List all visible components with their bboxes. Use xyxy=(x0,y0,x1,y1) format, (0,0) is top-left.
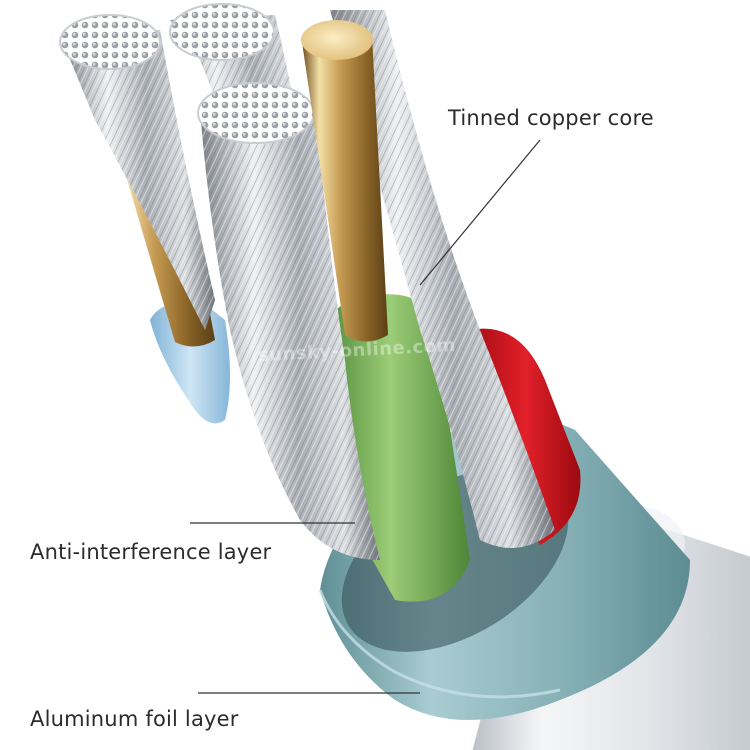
copper-conductor-right xyxy=(302,36,388,342)
label-tinned-copper-core: Tinned copper core xyxy=(448,106,654,130)
label-anti-interference-layer: Anti-interference layer xyxy=(30,540,272,564)
leader-line-core xyxy=(419,139,541,286)
label-aluminum-foil-layer: Aluminum foil layer xyxy=(30,707,239,731)
